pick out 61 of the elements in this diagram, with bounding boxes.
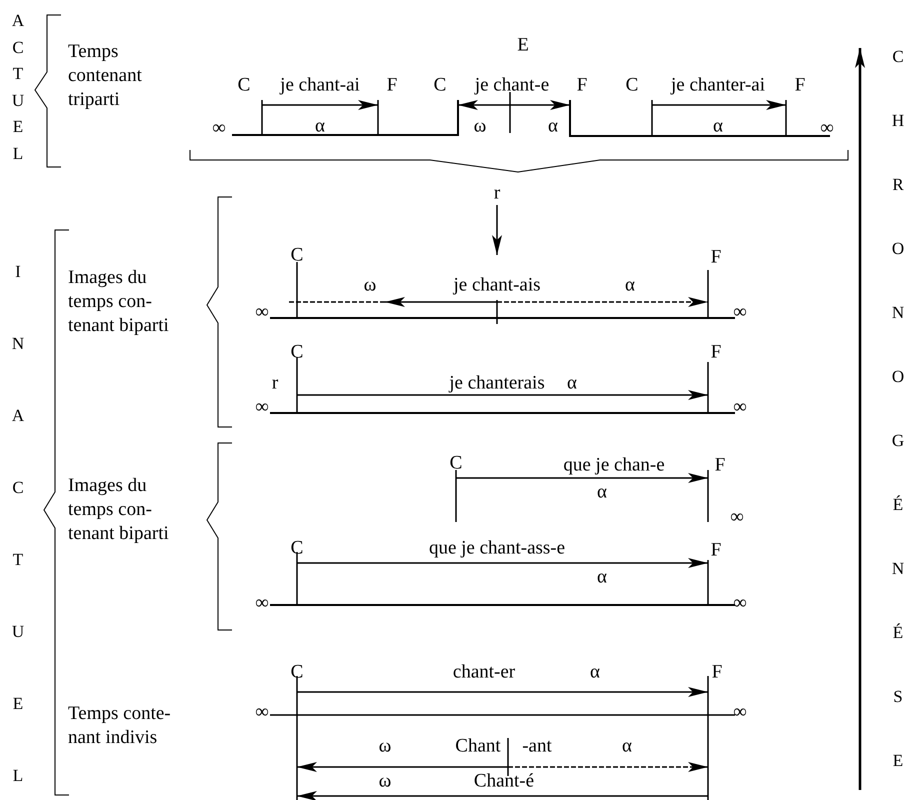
tense-label: chant-er: [452, 662, 516, 682]
greek-letter: ω: [378, 772, 392, 790]
block-label: Temps conte- nant indivis: [68, 702, 172, 750]
point-label: E: [517, 36, 529, 54]
point-label: F: [712, 662, 722, 682]
point-label: F: [714, 456, 726, 474]
point-label: F: [576, 76, 588, 94]
point-label: C: [434, 76, 446, 94]
tense-label: que je chant-ass-e: [428, 538, 566, 558]
greek-letter: α: [548, 116, 558, 136]
vertical-label: CHRONOGÉNÉSE: [890, 46, 906, 772]
vertical-label: INACTUEL: [10, 261, 26, 787]
infinity-symbol: ∞: [820, 118, 834, 138]
point-label: F: [386, 76, 398, 94]
infinity-symbol: ∞: [733, 302, 747, 322]
infinity-symbol: ∞: [733, 398, 747, 416]
infinity-symbol: ∞: [733, 702, 747, 722]
tense-label: -ant: [522, 736, 552, 756]
point-label: C: [626, 76, 638, 94]
point-label: r: [494, 184, 500, 202]
infinity-symbol: ∞: [255, 302, 269, 322]
greek-letter: α: [590, 662, 600, 682]
greek-letter: α: [597, 568, 607, 586]
point-label: F: [710, 248, 722, 266]
infinity-symbol: ∞: [255, 594, 269, 612]
tense-label: que je chan-e: [563, 456, 665, 474]
block-label: Images du temps con- tenant biparti: [68, 266, 170, 338]
greek-letter: α: [315, 116, 325, 136]
tense-label: je chant-e: [474, 76, 550, 94]
vertical-label: ACTUEL: [10, 10, 26, 164]
point-label: C: [290, 538, 304, 558]
infinity-symbol: ∞: [255, 398, 269, 416]
point-label: C: [450, 454, 462, 472]
tense-label: Chant-é: [474, 772, 534, 790]
greek-letter: ω: [378, 736, 392, 756]
greek-letter: α: [567, 374, 577, 392]
infinity-symbol: ∞: [733, 594, 747, 612]
point-label: C: [290, 342, 304, 362]
tense-label: je chanter-ai: [670, 76, 766, 94]
point-label: C: [238, 76, 250, 94]
block-label: Images du temps con- tenant biparti: [68, 474, 170, 546]
greek-letter: ω: [364, 276, 376, 294]
tense-label: Chant: [455, 736, 501, 756]
point-label: F: [710, 540, 722, 560]
greek-letter: α: [625, 276, 635, 294]
infinity-symbol: ∞: [212, 118, 226, 138]
tense-label: je chant-ai: [280, 76, 360, 94]
infinity-symbol: ∞: [730, 508, 744, 526]
tense-label: je chant-ais: [453, 276, 541, 294]
greek-letter: α: [597, 482, 607, 502]
point-label: r: [272, 374, 278, 392]
point-label: F: [794, 76, 806, 94]
point-label: C: [290, 246, 304, 264]
tense-label: je chanterais: [449, 374, 545, 392]
greek-letter: α: [622, 736, 632, 756]
point-label: C: [290, 662, 304, 682]
greek-letter: α: [713, 116, 723, 136]
point-label: F: [710, 342, 722, 362]
block-label: Temps contenant triparti: [68, 40, 143, 112]
greek-letter: ω: [474, 116, 486, 136]
infinity-symbol: ∞: [255, 702, 269, 722]
